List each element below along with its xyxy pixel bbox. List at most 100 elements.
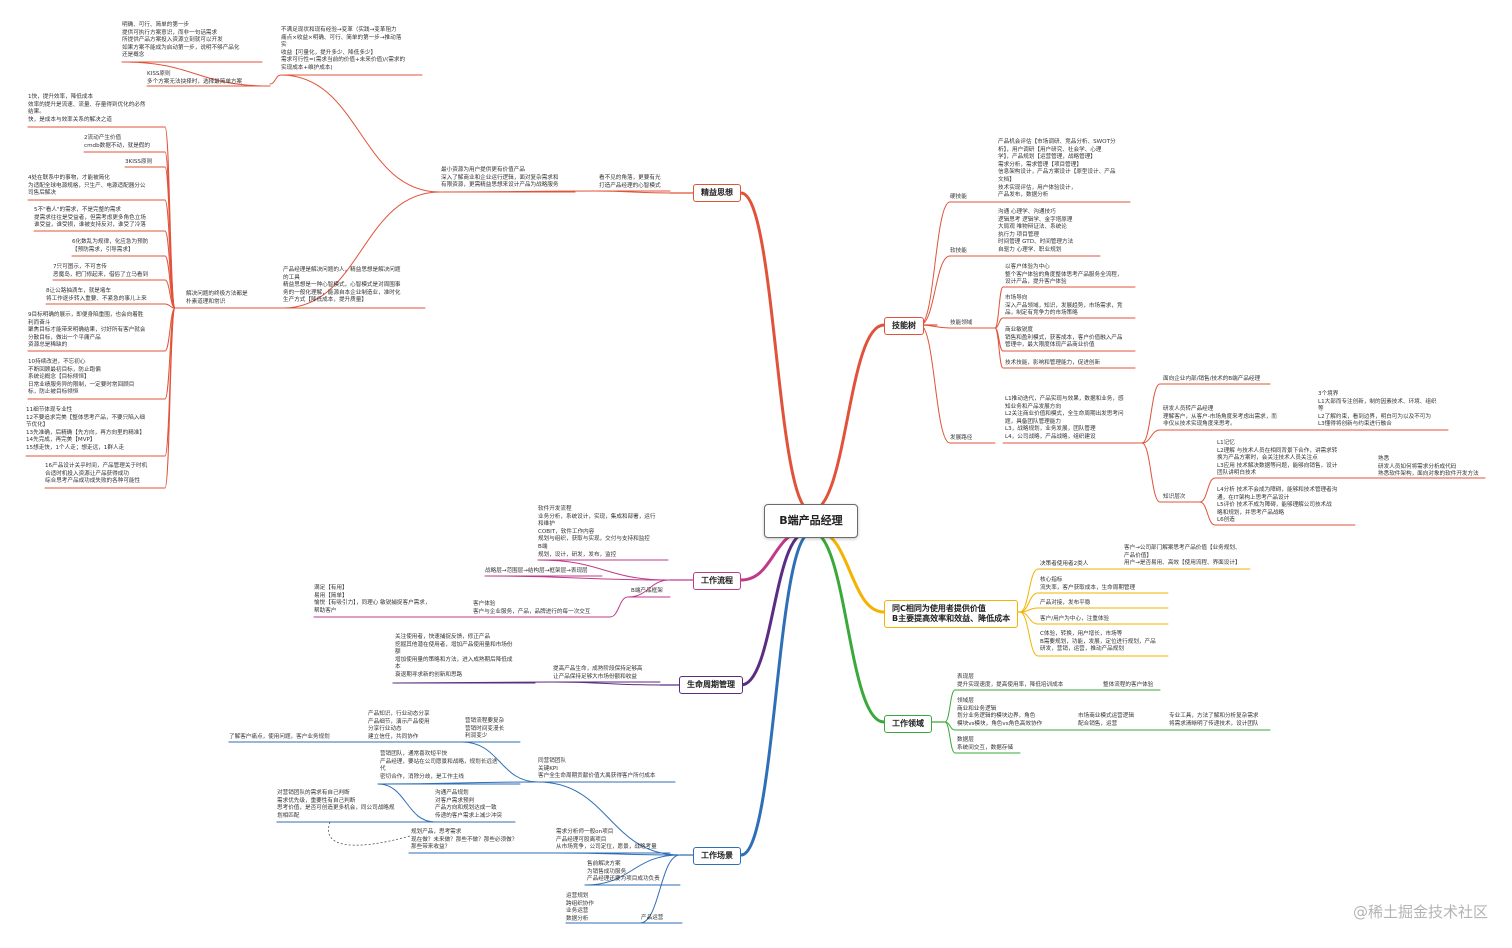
node-jingyi-kiss: KISS原则 多个方案无法抉择时，选择最简单方案 bbox=[147, 71, 243, 85]
node-lingyu-dom-r: 市场商业模式运营逻辑 配合销售，运营 bbox=[1078, 713, 1134, 727]
node-changjing-need: 需求分析师一般on项目 产品经理可股离项目 从市场竞争，公司定位，愿景，战略考量 bbox=[556, 829, 657, 851]
node-changjing-ops-r: 产品运营 bbox=[641, 915, 664, 921]
branch-shengming[interactable]: 生命周期管理 bbox=[679, 676, 743, 694]
connector-j-top bbox=[280, 74, 441, 193]
connector-k-f4 bbox=[994, 327, 1004, 369]
connector-k-know bbox=[1141, 442, 1161, 503]
branch-lingyu[interactable]: 工作领域 bbox=[884, 715, 932, 733]
node-jingyi-l3: 3KISS原则 bbox=[125, 159, 153, 165]
node-jineng-dev-1: L1推动迭代，产品实现与效果，数据和业务，感 知业务和产品发展方向 L2关注商业… bbox=[1005, 396, 1124, 440]
root-node[interactable]: B端产品经理 bbox=[764, 504, 858, 538]
node-changjing-plan: 规划产品，思考需求 现在做？未来做？那些不做？那些必须做？ 那些带来收益？ bbox=[411, 829, 518, 851]
node-tongc-pub: 产品对接，发布平稳 bbox=[1040, 600, 1091, 606]
node-changjing-comm: 沟通产品规划 对客户需求预判 产品方向和规划达成一致 传递的客户需求上减少冲突 bbox=[435, 790, 503, 819]
connector-f-pres bbox=[944, 689, 956, 723]
branch-jingyi[interactable]: 精益思想 bbox=[693, 184, 741, 202]
node-lingyu-dom-rr: 专业工具，方法了解和分析复杂需求 将需求清晰明了传递技术，设计团队 bbox=[1169, 713, 1259, 727]
node-jineng-hard: 硬技能 bbox=[950, 194, 967, 200]
node-changjing-together: 同营销团队 关键KPI 客户全生命周期贡献价值大禹获得客户所付成本 bbox=[538, 758, 656, 780]
connector-g-exp bbox=[609, 596, 629, 618]
branch-gongzuo[interactable]: 工作流程 bbox=[693, 572, 741, 590]
node-jineng-dev-2: 面向企业内部/销售/技术的B端产品经理 bbox=[1163, 376, 1261, 382]
connector-shengming bbox=[739, 531, 808, 687]
watermark: @稀土掘金技术社区 bbox=[1352, 903, 1488, 921]
connector-j-l16 bbox=[164, 307, 176, 489]
connector-jingyi bbox=[739, 191, 813, 513]
connector-j-l7 bbox=[164, 279, 176, 309]
connector-k-k2 bbox=[1199, 501, 1216, 526]
node-jingyi-l7: 7只可图示，不可言传 恶魔岛，把门修起来，借俗了立马看到 bbox=[53, 264, 149, 278]
node-jineng-dev-3: 研发人员转产品经理 理解客户，从客户-市场角度来考虑出需求，而 非仅从技术实现角… bbox=[1163, 406, 1277, 428]
node-jineng-dev-3r: 3个境界 L1大部而专注创新，制的因素技术、环境、组织 等 L2了解约束，看到边… bbox=[1318, 391, 1437, 428]
node-lingyu-data: 数据层 系统间交互，数据存储 bbox=[957, 737, 1013, 751]
node-changjing-know: 产品知识，行业动态分享 产品细节，演示产品使用 分享行业动态 建立信任，共同协作 bbox=[368, 711, 430, 740]
node-shengming-focus: 关注使用者，快速捕捉反馈，修正产品 挖掘其他潜在使用者，增加产品使用量和市场份 … bbox=[395, 634, 513, 678]
connector-k-hard bbox=[919, 201, 951, 326]
connector-c-dm bbox=[1019, 568, 1039, 613]
node-tongc-dm-detail: 客户→公司部门解案思考产品价值【业务规划、 产品价值】 用户→是否易用、高效【使… bbox=[1124, 545, 1241, 567]
node-changjing-sale: 营销流程要复杂 营销时间变漫长 利润变少 bbox=[465, 718, 505, 740]
connector-k-f2 bbox=[994, 317, 1004, 329]
node-jingyi-l16: 16产品设计关乎时间，产品管理关于时机 合适时机投入资源让产品获得成功 综合思考… bbox=[45, 463, 148, 485]
connector-j-l6 bbox=[164, 255, 176, 309]
node-jineng-soft: 软技能 bbox=[950, 248, 967, 254]
node-jineng-dev: 发展路径 bbox=[950, 435, 973, 441]
connector-dashed-relation bbox=[328, 821, 411, 846]
node-lingyu-dom: 领域层 商业和业务逻辑 划分业务逻辑的模块边界，角色 模块vs模块，角色vs角色… bbox=[957, 698, 1043, 727]
node-jineng-field-2: 市场导向 深入产品领域，知识，发展趋势，市场需求，竞 品，制定有竞争力的市场策略 bbox=[1005, 295, 1123, 317]
node-jingyi-first-step: 明确、可行、简单的第一步 提供可执行方案意识，而非一句话需求 所提供产品方案投入… bbox=[122, 22, 240, 59]
connector-w-together bbox=[537, 781, 681, 856]
connector-f-data bbox=[944, 721, 956, 754]
node-changjing-left: 对营销团队的需求有自己判断 需求优先级，重要性有自己判断 思考价值，是否可创造更… bbox=[277, 790, 395, 819]
node-shengming-main: 提高产品生命，成熟阶段保持足够高 让产品保持足够大市场份额和收益 bbox=[553, 666, 643, 680]
connector-k-d3 bbox=[1141, 429, 1161, 444]
node-jingyi-intro2: 看不见的角落，更要有光 打造产品经理的心智模式 bbox=[599, 175, 661, 189]
node-gongzuo-soft: 软件开发流程 业务分析，系统设计，实现，集成和部署，运行 和维护 COBIT，软… bbox=[538, 506, 656, 558]
connector-w-comm bbox=[377, 783, 436, 823]
node-jingyi-l8: 8让公路抽滴车，就是堵车 将工作逐步转入重要、不紧急的事儿上来 bbox=[46, 288, 147, 302]
branch-tongc[interactable]: 同C相同为使用者提供价值 B主要提高效率和效益、降低成本 bbox=[884, 600, 1019, 628]
node-jineng-know: 知识层次 bbox=[1163, 494, 1186, 500]
node-jineng-know-2: L4分析 技术不会成为障碍，能够和技术管理者沟 通，在IT架构上思考产品设计 L… bbox=[1217, 487, 1338, 524]
node-lingyu-pres-r: 整体流程的客户体验 bbox=[1103, 682, 1154, 688]
node-jingyi-l4: 4处在联系中的事物，才能被简化 为适配全球电源规格，只生产、电源适配器分公 司售… bbox=[28, 175, 146, 197]
node-jineng-hard-detail: 产品机会评估【市场调研、竞品分析、SWOT分 析】，用户调研【用户研究、社会学、… bbox=[998, 139, 1116, 199]
connector-changjing bbox=[739, 531, 813, 857]
node-jingyi-l2: 2流动产生价值 cmdb数据不动，就是假的 bbox=[84, 135, 150, 149]
connector-jineng bbox=[809, 323, 886, 513]
connector-j-l8 bbox=[164, 303, 176, 309]
node-changjing-team: 营销团队，通常喜欢短平快 产品经理，要站在公司愿景和战略，规划长远迭 代 密切合… bbox=[380, 751, 498, 780]
node-tongc-cust: 客户/用户为中心，注重体验 bbox=[1040, 616, 1110, 622]
node-jingyi-solve: 解决问题的终极方法都是 朴素道理和常识 bbox=[186, 291, 248, 305]
node-lingyu-pres: 表现层 提升实现速度，提高使用率，降低培训成本 bbox=[957, 674, 1064, 688]
node-changjing-learn: 了解客户痛点，使用问题，客户业务规划 bbox=[229, 734, 330, 740]
node-jingyi-l11: 11细节体现专业性 12不要追求完美【整体思考产品，不要只陷入细 节优化】 13… bbox=[26, 407, 145, 451]
branch-jineng[interactable]: 技能树 bbox=[884, 317, 924, 335]
node-tongc-cext: C体验，转换，用户增长，市场等 B需要规划，功能，发展，定位进行规划，产品 研发… bbox=[1040, 631, 1156, 653]
node-jineng-field: 技能领域 bbox=[950, 320, 973, 326]
node-gongzuo-exp: 客户体验 客户与企业服务，产品，品牌进行的每一次交互 bbox=[473, 601, 591, 615]
node-jineng-field-1: 以客户体验为中心 整个客户体验的角度整体思考产品服务全流程， 设计产品，提升客户… bbox=[1005, 264, 1123, 286]
connector-k-dev bbox=[919, 324, 951, 444]
node-jingyi-intro: 最小资源为用户提供更有价值产品 深入了解商业和企业运行逻辑，面对复杂需求和 有限… bbox=[441, 167, 559, 189]
connector-w-ops-r bbox=[639, 854, 681, 924]
node-gongzuo-strat: 战略层→范围层→结构层→框架层→表现层 bbox=[485, 568, 588, 574]
connector-w-presale bbox=[584, 854, 681, 886]
node-gongzuo-meet: 满足【有用】 易用【简单】 愉悦【有吸引力】，同理心 敏锐捕捉客户需求， 帮助客… bbox=[314, 585, 431, 614]
node-jineng-field-4: 技术技能，影响和管理能力，促进创新 bbox=[1005, 360, 1101, 366]
node-jingyi-l9: 9目标明确的展示，即便身陷重围，也会向着胜 利而奋斗 聚焦目标才能带来明确结果，… bbox=[28, 312, 146, 349]
connector-c-cext bbox=[1019, 611, 1039, 657]
node-jineng-field-3: 商业敏锐度 销售和盈利模式，获客成本，客户价值融入产品 管理中，最大限度体现产品… bbox=[1005, 327, 1123, 349]
node-jineng-know-1: L1记忆 L2理解 与技术人员在相同背景下合作，讲需求转 换为产品方案时，会关注… bbox=[1217, 440, 1338, 477]
connector-k-soft bbox=[919, 255, 951, 326]
connector-j-kiss bbox=[269, 74, 282, 85]
connector-k-k1 bbox=[1199, 477, 1216, 503]
branch-changjing[interactable]: 工作场景 bbox=[693, 847, 741, 865]
node-gongzuo-b: B端产品框架 bbox=[631, 588, 663, 594]
node-jingyi-l5: 5不"看人"的需求，不是完整的需求 提需求往往是受益者，但需考虑更多角色立场 谁… bbox=[34, 207, 146, 229]
node-tongc-core: 核心指标 流失率，客户获取成本，生命周期管理 bbox=[1040, 577, 1136, 591]
node-jineng-know-1r: 熟悉 研发人员如何将需求分析成代码 熟悉软件架构，面向对象的软件开发方法 bbox=[1378, 456, 1479, 478]
connector-j-tl bbox=[121, 61, 271, 87]
